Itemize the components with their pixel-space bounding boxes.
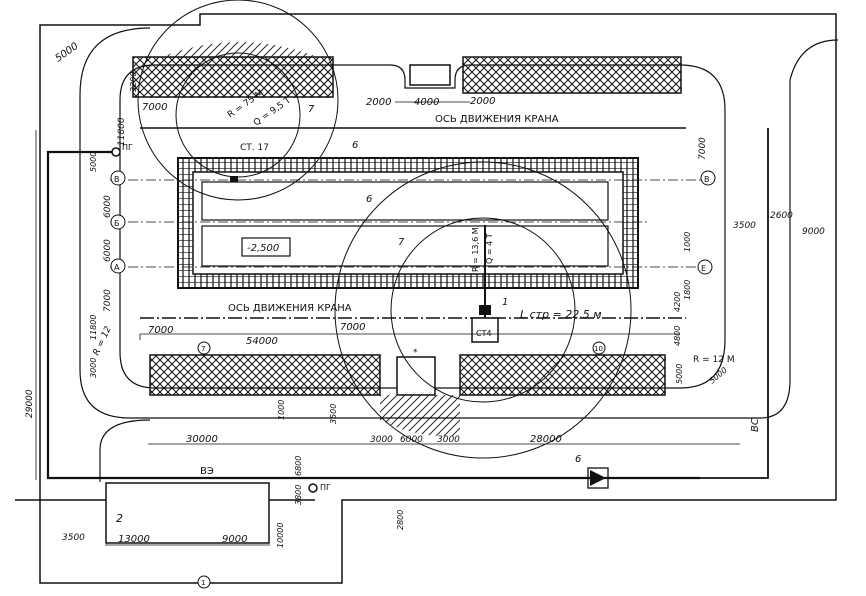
dim-7000-b: 7000 — [148, 325, 173, 336]
dim-3000-b: 3000 — [437, 435, 460, 445]
crane-axis-label-bottom: ОСЬ ДВИЖЕНИЯ КРАНА — [228, 303, 352, 314]
crane-st4-radius: R = 13,6 М — [471, 227, 480, 272]
dim-1000: 1000 — [683, 232, 692, 252]
dim-3800: 3800 — [294, 485, 303, 505]
callout-7-top: 7 — [308, 104, 315, 115]
dim-7000-c: 7000 — [340, 322, 365, 333]
hydrant-top — [111, 147, 121, 157]
crane-axis-label-top: ОСЬ ДВИЖЕНИЯ КРАНА — [435, 114, 559, 125]
dim-3000-a: 3000 — [370, 435, 393, 445]
gatehouse-top — [409, 64, 451, 86]
storage-area-top-right — [462, 56, 682, 94]
dim-13000: 13000 — [118, 534, 150, 545]
track-length-label: L стр = 22,5 м — [520, 308, 602, 321]
axis-v-right: В — [704, 175, 710, 184]
valve-marker — [590, 470, 606, 486]
valve-box — [587, 467, 609, 489]
dim-9000-right: 9000 — [802, 227, 825, 237]
dim-6000-c: 6000 — [400, 435, 423, 445]
dim-2000-b: 2000 — [470, 96, 495, 107]
axis-1: 1 — [201, 579, 205, 587]
axis-7: 7 — [201, 345, 205, 353]
road-lower-branch — [99, 419, 151, 482]
hydrant-label-top: ПГ — [122, 143, 133, 152]
dim-7000-tl: 7000 — [142, 102, 167, 113]
water-line-label: ВЭ — [200, 466, 214, 477]
dim-3000-left: 3000 — [89, 358, 98, 378]
dim-30000: 30000 — [186, 434, 218, 445]
crane-hatched-zone-bottom — [380, 395, 460, 436]
dim-4000: 4000 — [414, 97, 439, 108]
dim-1000-b: 1000 — [277, 400, 286, 420]
dim-1800: 1800 — [683, 280, 692, 300]
callout-1: 1 — [502, 297, 508, 308]
dim-4200: 4200 — [673, 292, 682, 312]
dim-3500-left: 3500 — [62, 533, 85, 543]
dim-11800-left: 11800 — [117, 117, 127, 146]
crane-st4-load: Q = 4 Т — [485, 233, 494, 264]
callout-6-top: 6 — [352, 140, 358, 151]
curve-radius-right: R = 12 М — [693, 355, 735, 365]
axis-a-left: А — [114, 263, 120, 272]
crane-reach-circle-st4 — [334, 161, 632, 459]
callout-7-mid: 7 — [398, 237, 405, 248]
hydrant-bottom — [308, 483, 318, 493]
axis-b-left: Б — [114, 219, 120, 228]
dim-3200: 3200 — [129, 72, 138, 92]
storage-area-bottom-left — [149, 354, 381, 396]
dim-5000-tl: 5000 — [53, 41, 80, 65]
gatehouse-bottom — [396, 356, 436, 396]
dim-2600: 2600 — [770, 211, 793, 221]
callout-star: * — [413, 348, 418, 358]
dim-3500-b: 3500 — [329, 404, 338, 424]
callout-6-bottom: 6 — [575, 454, 581, 465]
callout-6-mid: 6 — [366, 194, 372, 205]
pit-level-box — [241, 237, 291, 257]
crane-reach-circle-st17 — [137, 0, 339, 201]
dim-54000: 54000 — [246, 336, 278, 347]
crane-st17-marker — [230, 176, 238, 182]
dim-28000: 28000 — [530, 434, 562, 445]
dim-6000-a: 6000 — [103, 195, 113, 218]
dim-5000-left: 5000 — [89, 152, 98, 172]
lower-building — [105, 482, 270, 544]
axis-bubbles — [110, 170, 716, 589]
pit-level-label: -2,500 — [247, 243, 279, 254]
hydrant-label-bottom: ПГ — [320, 483, 331, 492]
dim-9000-b: 9000 — [222, 534, 247, 545]
dim-7000-left: 7000 — [103, 289, 113, 312]
site-boundary — [39, 13, 837, 584]
dim-5000-right: 5000 — [675, 364, 684, 384]
storage-area-bottom-right — [459, 354, 666, 396]
dim-11800-left-b: 11800 — [89, 315, 98, 340]
dim-10000: 10000 — [276, 523, 285, 548]
crane-st17-label: СТ. 17 — [240, 143, 269, 153]
dim-6800: 6800 — [294, 456, 303, 476]
sewer-line — [610, 128, 769, 479]
pit-bay-upper — [201, 181, 609, 221]
dimension-lines — [35, 101, 740, 546]
dim-2800: 2800 — [396, 510, 405, 530]
dim-7000-right: 7000 — [698, 137, 708, 160]
axis-v-left: В — [114, 175, 120, 184]
axis-10: 10 — [594, 345, 603, 353]
crane-hatched-zone-top — [150, 42, 330, 98]
dim-29000: 29000 — [25, 389, 35, 418]
crane-st4-marker — [479, 305, 491, 315]
crane-st4-label: СТ4 — [476, 329, 492, 338]
axis-e-right: Е — [701, 264, 706, 273]
crane-reach-circle-st4-small — [390, 217, 576, 403]
dim-6000-b: 6000 — [103, 239, 113, 262]
building-number: 2 — [116, 512, 123, 525]
dim-3500: 3500 — [733, 221, 756, 231]
sewer-line-label: ВС — [750, 418, 761, 432]
road-outer-edge — [79, 27, 839, 419]
dim-2000-a: 2000 — [366, 97, 391, 108]
dim-4800: 4800 — [673, 326, 682, 346]
